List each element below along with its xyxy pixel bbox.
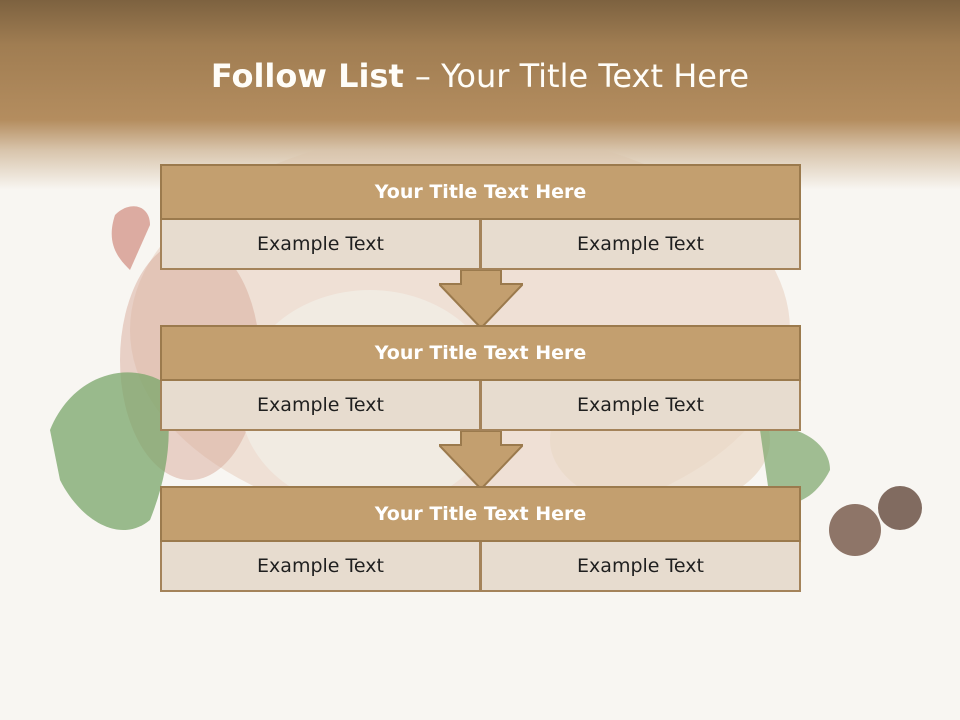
- block-cell: Example Text: [160, 381, 481, 431]
- parsley-leaves-left: [50, 372, 169, 531]
- block-row: Example Text Example Text: [160, 381, 801, 431]
- title-rest-part: – Your Title Text Here: [414, 57, 750, 95]
- block-title: Your Title Text Here: [160, 486, 801, 542]
- block-row: Example Text Example Text: [160, 220, 801, 270]
- peppercorn: [878, 486, 922, 530]
- list-block-2: Your Title Text Here Example Text Exampl…: [160, 325, 801, 431]
- arrow-down-icon: [439, 431, 523, 491]
- block-cell: Example Text: [481, 220, 801, 270]
- title-bold-part: Follow List: [210, 57, 415, 95]
- list-block-3: Your Title Text Here Example Text Exampl…: [160, 486, 801, 592]
- block-cell: Example Text: [481, 381, 801, 431]
- block-title: Your Title Text Here: [160, 164, 801, 220]
- block-row: Example Text Example Text: [160, 542, 801, 592]
- slide-title: Follow List – Your Title Text Here: [0, 52, 960, 100]
- list-block-1: Your Title Text Here Example Text Exampl…: [160, 164, 801, 270]
- block-title: Your Title Text Here: [160, 325, 801, 381]
- block-cell: Example Text: [481, 542, 801, 592]
- arrow-down-icon: [439, 270, 523, 330]
- peppercorn: [829, 504, 881, 556]
- block-cell: Example Text: [160, 220, 481, 270]
- block-cell: Example Text: [160, 542, 481, 592]
- parsley-leaves-right: [760, 427, 830, 504]
- onion-stem: [111, 206, 150, 270]
- header-band: [0, 0, 960, 190]
